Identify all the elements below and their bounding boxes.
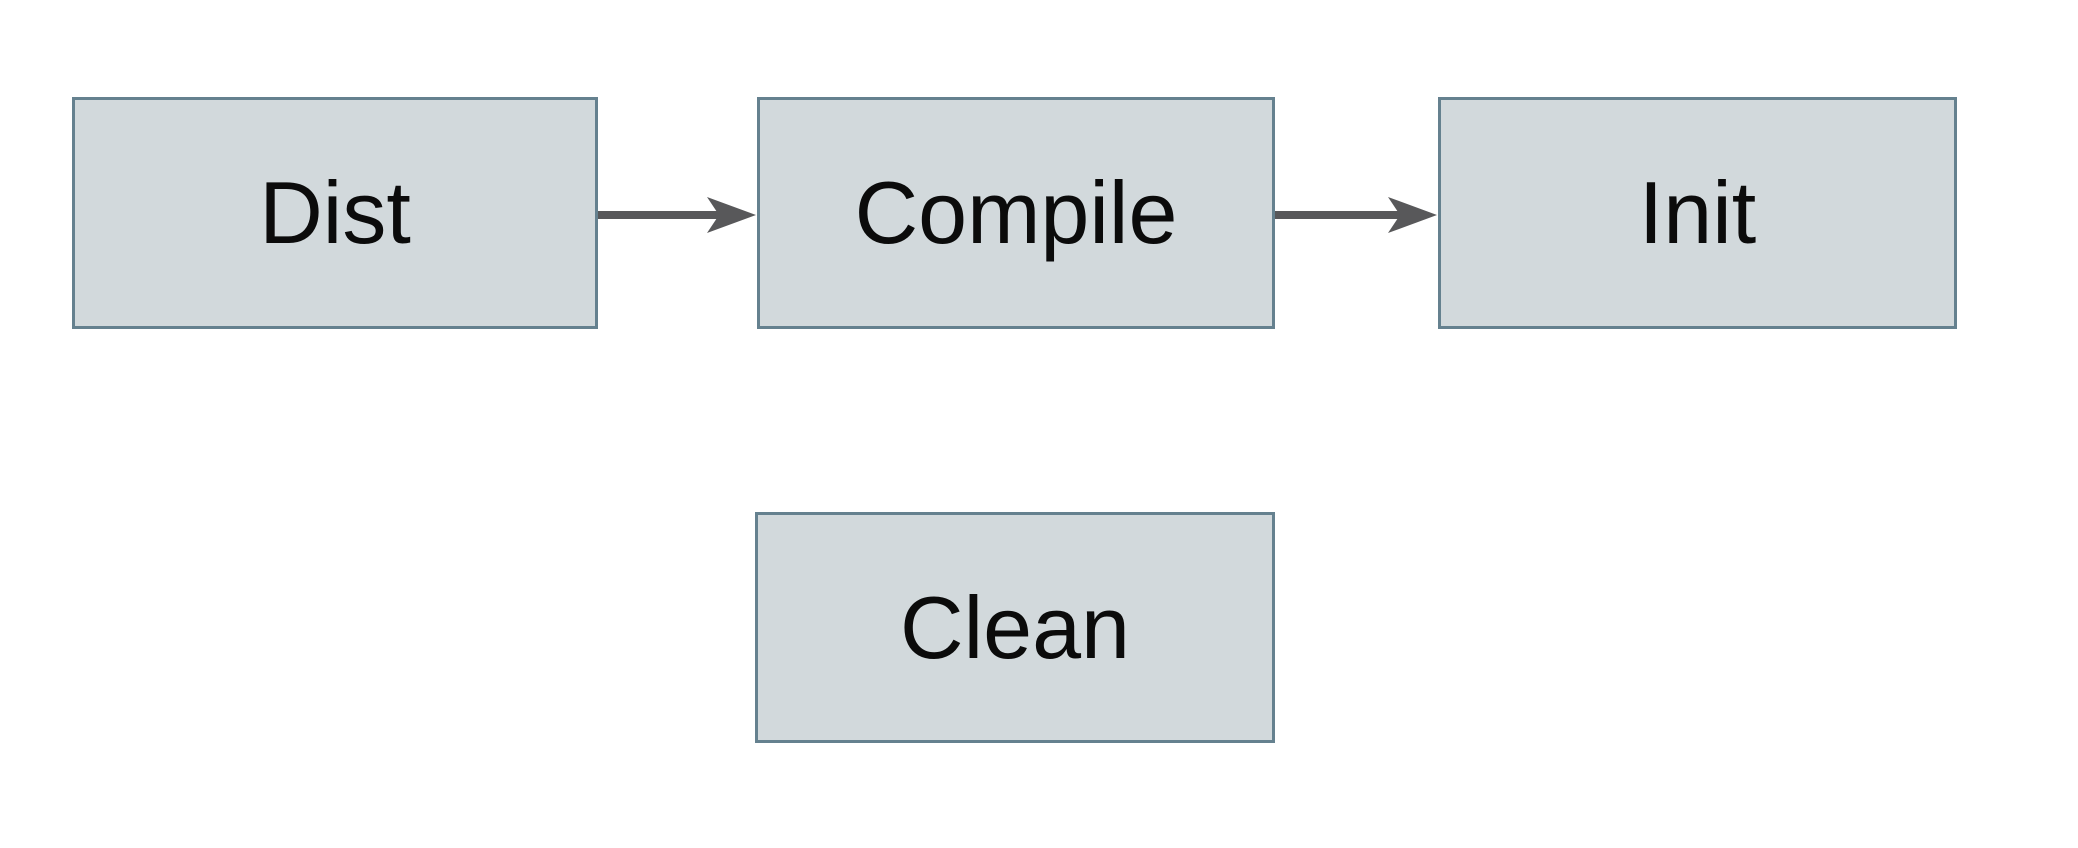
node-compile-label: Compile — [854, 163, 1178, 262]
node-dist-label: Dist — [259, 163, 411, 262]
node-clean[interactable]: Clean — [755, 512, 1275, 743]
node-init-label: Init — [1638, 163, 1757, 262]
arrow-shaft — [598, 211, 722, 219]
node-init[interactable]: Init — [1438, 97, 1957, 329]
arrowhead-icon — [707, 197, 756, 233]
arrowhead-icon — [1388, 197, 1437, 233]
node-dist[interactable]: Dist — [72, 97, 598, 329]
arrow-dist-to-compile — [598, 197, 756, 233]
node-clean-label: Clean — [900, 577, 1130, 677]
arrow-compile-to-init — [1275, 197, 1437, 233]
arrow-shaft — [1275, 211, 1402, 219]
node-compile[interactable]: Compile — [757, 97, 1275, 329]
